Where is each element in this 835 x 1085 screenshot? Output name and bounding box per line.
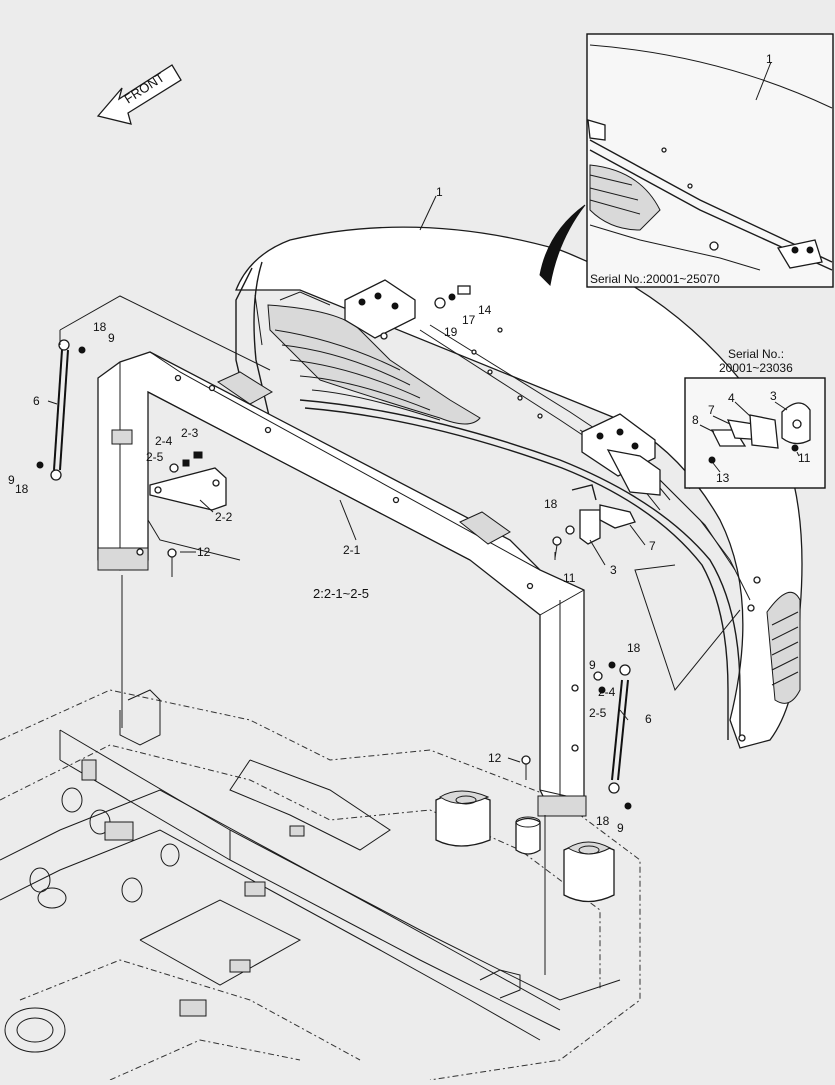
hinge-rear <box>344 279 416 340</box>
callout-bolt-12-left: 12 <box>197 545 211 559</box>
upper-frame-structure <box>0 689 641 1081</box>
callout-hinge-19: 19 <box>444 325 458 339</box>
callout-labels: 1 2-1 2-2 2-3 2-4 2-5 2-4 2-5 3 7 11 18 … <box>8 185 656 835</box>
callout-pin-9-right-top: 9 <box>589 658 596 672</box>
mount-pad-left <box>435 790 491 847</box>
callout-hinge-14: 14 <box>478 303 492 317</box>
callout-2-4-left: 2-4 <box>155 434 173 448</box>
callout-2-3: 2-3 <box>181 426 199 440</box>
inset-b-callout-11: 11 <box>798 451 811 465</box>
callout-pin-9-left-top: 9 <box>108 331 115 345</box>
callout-plate-7: 7 <box>649 539 656 553</box>
callout-pin-18-right-top: 18 <box>627 641 641 655</box>
hinge-front <box>581 413 661 496</box>
callout-strut-6-right: 6 <box>645 712 652 726</box>
callout-pin-18-left-top: 18 <box>93 320 107 334</box>
inset-b-callout-3: 3 <box>770 389 777 403</box>
callout-pin-9-right-bottom: 9 <box>617 821 624 835</box>
callout-hood: 1 <box>436 185 443 199</box>
callout-latch-3: 3 <box>610 563 617 577</box>
callout-2-5-right: 2-5 <box>589 706 607 720</box>
support-frame <box>97 351 587 817</box>
inset-a-serial: Serial No.:20001~25070 <box>590 272 720 286</box>
inset-serial-25070: 1 Serial No.:20001~25070 <box>586 33 834 288</box>
inset-b-serial-line2: 20001~23036 <box>719 361 793 375</box>
front-direction-arrow: FRONT <box>96 64 182 125</box>
callout-frame: 2-1 <box>343 543 361 557</box>
inset-serial-23036: Serial No.: 20001~23036 3 4 7 8 11 13 <box>684 347 826 489</box>
small-parts <box>167 285 606 780</box>
assembly-note: 2:2-1~2-5 <box>313 586 369 601</box>
inset-b-callout-7: 7 <box>708 403 715 417</box>
inset-a-callout-1: 1 <box>766 52 773 66</box>
gas-strut-right <box>608 661 632 810</box>
callout-pin-9-left-bottom: 9 <box>8 473 15 487</box>
callout-hinge-17: 17 <box>462 313 476 327</box>
gas-strut-left <box>36 339 86 481</box>
callout-2-5-left: 2-5 <box>146 450 164 464</box>
callout-bracket: 2-2 <box>215 510 233 524</box>
latch-assembly <box>571 484 636 545</box>
callout-washer-18: 18 <box>544 497 558 511</box>
callout-strut-6-left: 6 <box>33 394 40 408</box>
inset-b-callout-8: 8 <box>692 413 699 427</box>
bracket-2-2 <box>149 467 227 511</box>
mount-pad-right <box>563 841 615 903</box>
inset-b-callout-13: 13 <box>716 471 730 485</box>
callout-bolt-12-right: 12 <box>488 751 502 765</box>
inset-b-serial-line1: Serial No.: <box>728 347 784 361</box>
callout-pin-18-right-bottom: 18 <box>596 814 610 828</box>
callout-2-4-right: 2-4 <box>598 685 616 699</box>
leader-lines <box>47 195 741 975</box>
mount-pad-center <box>515 816 541 855</box>
callout-pin-18-left-bottom: 18 <box>15 482 29 496</box>
inset-b-callout-4: 4 <box>728 391 735 405</box>
engine-hood <box>235 226 803 749</box>
callout-bolt-11: 11 <box>563 571 576 585</box>
